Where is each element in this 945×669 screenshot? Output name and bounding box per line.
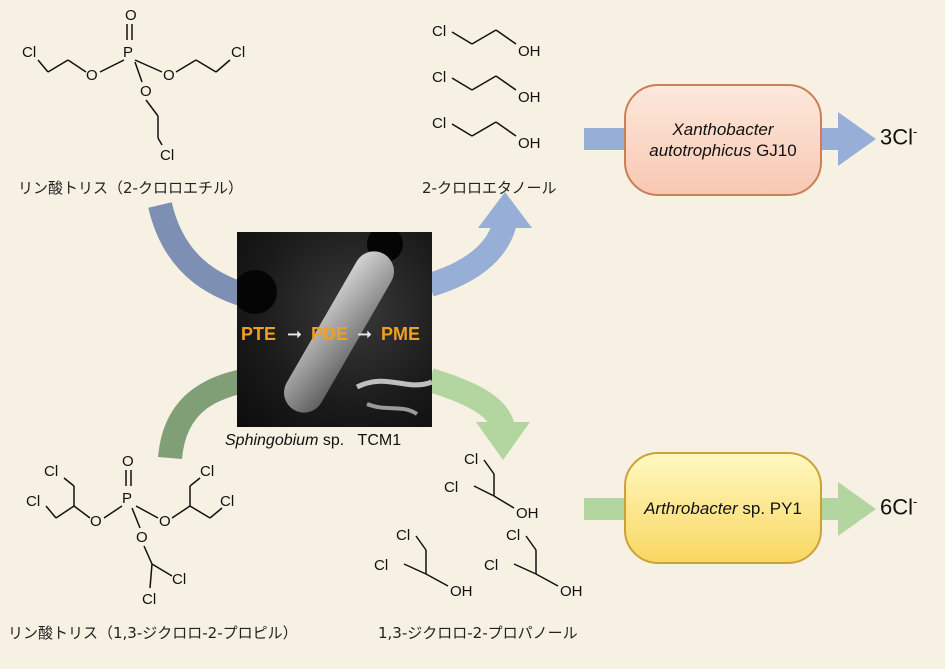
tcep-name-label: リン酸トリス（2-クロロエチル） — [18, 179, 243, 197]
arrow-right-icon: ➞ — [287, 324, 303, 344]
svg-text:O: O — [136, 529, 148, 546]
tcep-cl-right: Cl — [231, 44, 245, 61]
xanthobacter-genus: Xanthobacter — [672, 120, 774, 139]
svg-text:OH: OH — [518, 43, 541, 60]
tcep-o-bottom: O — [140, 83, 152, 100]
arthrobacter-genus: Arthrobacter — [644, 498, 738, 518]
arrow-dcp-to-arthrobacter — [584, 498, 628, 520]
xanthobacter-strain: GJ10 — [756, 141, 797, 160]
xanthobacter-box: Xanthobacter autotrophicus GJ10 — [624, 84, 822, 196]
tdcpp-structure: O P O O O Cl Cl Cl Cl Cl Cl — [26, 453, 234, 608]
svg-text:Cl: Cl — [432, 69, 446, 86]
svg-text:Cl: Cl — [506, 527, 520, 544]
tdcpp-name-label: リン酸トリス（1,3-ジクロロ-2-プロピル） — [8, 624, 298, 642]
svg-text:Cl: Cl — [220, 493, 234, 510]
chloroethanol-structure-2: Cl OH — [432, 69, 541, 106]
sphingobium-caption: Sphingobium sp. TCM1 — [225, 432, 402, 449]
svg-text:Cl: Cl — [44, 463, 58, 480]
ion-6cl: 6Cl- — [880, 494, 918, 520]
svg-text:P: P — [122, 490, 132, 507]
svg-text:O: O — [159, 513, 171, 530]
svg-text:OH: OH — [516, 505, 539, 522]
arrow-bacterium-to-chloroethanol — [426, 192, 532, 297]
dcp-name-label: 1,3-ジクロロ-2-プロパノール — [378, 624, 578, 642]
svg-text:Cl: Cl — [484, 557, 498, 574]
svg-text:Cl: Cl — [142, 591, 156, 608]
svg-text:O: O — [122, 453, 134, 470]
arrow-bacterium-to-dcp — [426, 368, 530, 460]
svg-text:OH: OH — [518, 89, 541, 106]
svg-text:Cl: Cl — [200, 463, 214, 480]
chloroethanol-structure-1: Cl OH — [432, 23, 541, 60]
svg-text:Cl: Cl — [172, 571, 186, 588]
svg-text:OH: OH — [560, 583, 583, 600]
svg-text:Cl: Cl — [374, 557, 388, 574]
svg-text:OH: OH — [518, 135, 541, 152]
svg-text:Cl: Cl — [432, 115, 446, 132]
arthrobacter-box: Arthrobacter sp. PY1 — [624, 452, 822, 564]
svg-text:Cl: Cl — [26, 493, 40, 510]
svg-text:Cl: Cl — [396, 527, 410, 544]
svg-text:Cl: Cl — [464, 451, 478, 468]
svg-text:O: O — [90, 513, 102, 530]
ion-3cl: 3Cl- — [880, 124, 918, 150]
arrow-chloroethanol-to-xanthobacter — [584, 128, 628, 150]
svg-text:Cl: Cl — [444, 479, 458, 496]
tcep-o-left: O — [86, 67, 98, 84]
tcep-cl-left: Cl — [22, 44, 36, 61]
enzyme-pme: PME — [381, 324, 421, 344]
svg-text:Cl: Cl — [432, 23, 446, 40]
tcep-o-double: O — [125, 7, 137, 24]
enzyme-pde: PDE — [311, 324, 349, 344]
arrow-arthrobacter-to-ion — [818, 482, 876, 536]
arthrobacter-rest: sp. PY1 — [742, 498, 802, 518]
chloroethanol-name-label: 2-クロロエタノール — [422, 179, 557, 197]
dcp-structure-2: Cl Cl OH — [374, 527, 473, 600]
bacterium-micrograph: PTE ➞ PDE ➞ PME — [237, 232, 432, 427]
arrow-right-icon: ➞ — [357, 324, 373, 344]
dcp-structure-1: Cl Cl OH — [444, 451, 539, 522]
tcep-cl-bottom: Cl — [160, 147, 174, 164]
enzyme-pte: PTE — [241, 324, 277, 344]
svg-text:OH: OH — [450, 583, 473, 600]
arrow-xanthobacter-to-ion — [818, 112, 876, 166]
tcep-p: P — [123, 44, 133, 61]
dcp-structure-3: Cl Cl OH — [484, 527, 583, 600]
tcep-o-right: O — [163, 67, 175, 84]
tcep-structure: O P O O O Cl Cl Cl — [22, 7, 245, 164]
chloroethanol-structure-3: Cl OH — [432, 115, 541, 152]
xanthobacter-species: autotrophicus — [649, 141, 752, 160]
